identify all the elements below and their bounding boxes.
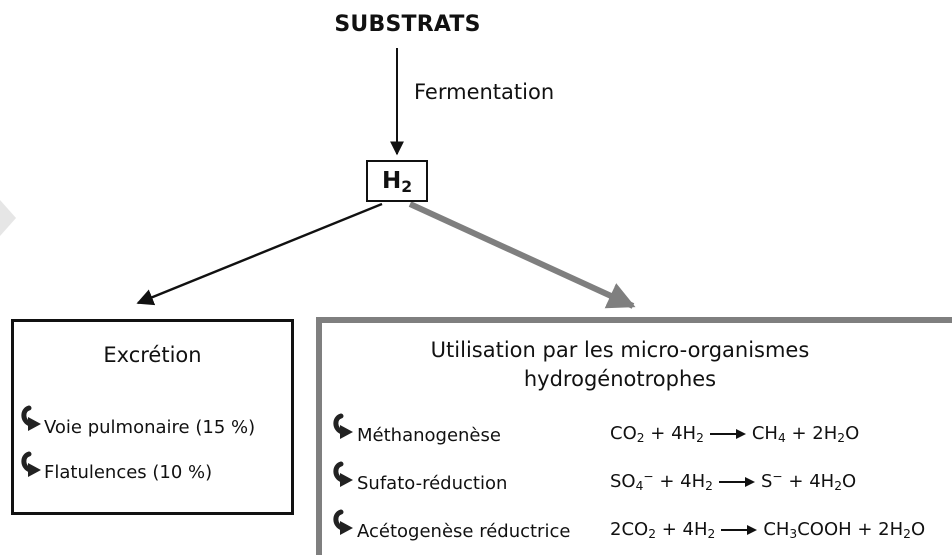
node-substrats: SUBSTRATS [334,12,481,37]
excretion-item-flatulences: Flatulences (10 %) [44,462,213,483]
utilisation-title: Utilisation par les micro-organismes hyd… [320,336,920,394]
label-fermentation: Fermentation [414,80,555,104]
excretion-title: Excrétion [103,343,202,367]
utilisation-title-line2: hydrogénotrophes [523,367,717,391]
process-methanogenese: Méthanogenèse [357,425,501,446]
reaction-arrow [709,429,746,439]
reaction-arrow [718,477,755,487]
node-h2-base: H [381,168,402,194]
reaction-arrow [721,525,758,535]
curved-arrow-icon [332,460,354,488]
curved-arrow-icon [20,404,42,432]
node-h2: H2 [366,160,428,202]
excretion-box [11,319,294,515]
curved-arrow-icon [332,412,354,440]
node-h2-sub: 2 [401,176,413,196]
utilisation-title-line1: Utilisation par les micro-organismes [430,338,810,362]
curved-arrow-icon [20,450,42,478]
process-acetogenese: Acétogenèse réductrice [357,521,571,542]
arrow-h2-to-utilisation [408,201,636,309]
arrow-h2-to-excretion [136,202,383,306]
utilisation-box [316,317,952,555]
corner-mark-icon [0,200,16,236]
process-sulfato-reduction: Sufato-réduction [357,473,508,494]
curved-arrow-icon [332,508,354,536]
excretion-item-pulmonaire: Voie pulmonaire (15 %) [44,417,256,438]
